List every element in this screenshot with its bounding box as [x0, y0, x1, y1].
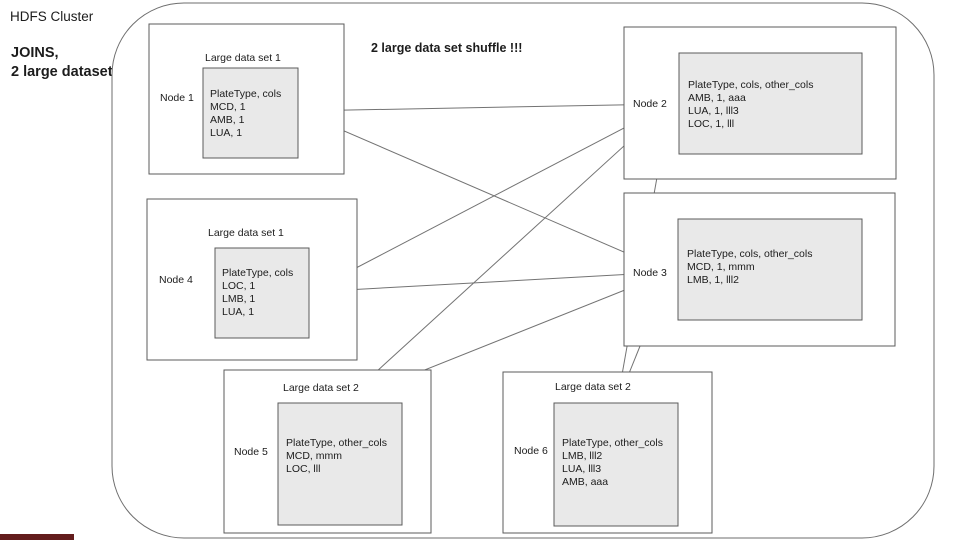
node-1-dataset-caption: Large data set 1: [205, 52, 281, 64]
node-6-data-block: [553, 402, 679, 527]
node-5-group: Large data set 2 Node 5 PlateType, other…: [223, 369, 432, 534]
joins-heading-line2: 2 large dataset: [11, 64, 113, 80]
node-6-row: PlateType, other_cols: [562, 437, 663, 449]
node-2-row: LUA, 1, lll3: [688, 105, 739, 117]
bottom-left-accent-bar: [0, 534, 74, 540]
edge-node1-node3: [297, 110, 671, 273]
node-5-row: MCD, mmm: [286, 450, 342, 462]
node-5-dataset-caption: Large data set 2: [283, 382, 359, 394]
edge-node4-node2: [309, 103, 671, 293]
node-2-row: LOC, 1, lll: [688, 118, 734, 130]
node-6-row: AMB, aaa: [562, 476, 608, 488]
node-1-row: MCD, 1: [210, 101, 246, 113]
node-4-row: LOC, 1: [222, 280, 255, 292]
node-1-row: AMB, 1: [210, 114, 245, 126]
node-4-row: LUA, 1: [222, 306, 254, 318]
node-2-group: Node 2 PlateType, cols, other_cols AMB, …: [623, 26, 897, 180]
node-4-dataset-caption: Large data set 1: [208, 227, 284, 239]
node-2-data-block: [678, 52, 863, 155]
node-3-row: LMB, 1, lll2: [687, 274, 739, 286]
node-3-label: Node 3: [633, 267, 667, 279]
node-1-row: LUA, 1: [210, 127, 242, 139]
edge-node4-node3: [309, 271, 671, 293]
node-3-data-block: [677, 218, 863, 321]
node-2-label: Node 2: [633, 98, 667, 110]
node-4-row: LMB, 1: [222, 293, 255, 305]
node-6-label: Node 6: [514, 445, 548, 457]
node-6-row: LUA, lll3: [562, 463, 601, 475]
joins-heading-line1: JOINS,: [11, 45, 59, 61]
node-3-group: Node 3 PlateType, cols, other_cols MCD, …: [623, 192, 896, 347]
node-1-label: Node 1: [160, 92, 194, 104]
node-4-group: Large data set 1 Node 4 PlateType, cols …: [146, 198, 358, 361]
node-5-row: LOC, lll: [286, 463, 320, 475]
node-1-data-block: [202, 67, 299, 159]
node-5-label: Node 5: [234, 446, 268, 458]
node-6-dataset-caption: Large data set 2: [555, 381, 631, 393]
node-2-row: AMB, 1, aaa: [688, 92, 746, 104]
shuffle-annotation: 2 large data set shuffle !!!: [371, 41, 522, 55]
node-4-data-block: [214, 247, 310, 339]
cluster-boundary: [111, 2, 935, 539]
node-6-group: Large data set 2 Node 6 PlateType, other…: [502, 371, 713, 534]
node-2-row: PlateType, cols, other_cols: [688, 79, 813, 91]
node-3-row: MCD, 1, mmm: [687, 261, 755, 273]
node-3-row: PlateType, cols, other_cols: [687, 248, 812, 260]
node-6-row: LMB, lll2: [562, 450, 602, 462]
hdfs-cluster-label: HDFS Cluster: [10, 9, 94, 24]
node-1-group: Large data set 1 Node 1 PlateType, cols …: [148, 23, 345, 175]
node-4-label: Node 4: [159, 274, 193, 286]
node-4-row: PlateType, cols: [222, 267, 293, 279]
edge-node1-node2: [297, 103, 671, 112]
node-1-row: PlateType, cols: [210, 88, 281, 100]
node-5-row: PlateType, other_cols: [286, 437, 387, 449]
edge-node5-node2: [341, 103, 671, 404]
node-5-data-block: [277, 402, 403, 526]
